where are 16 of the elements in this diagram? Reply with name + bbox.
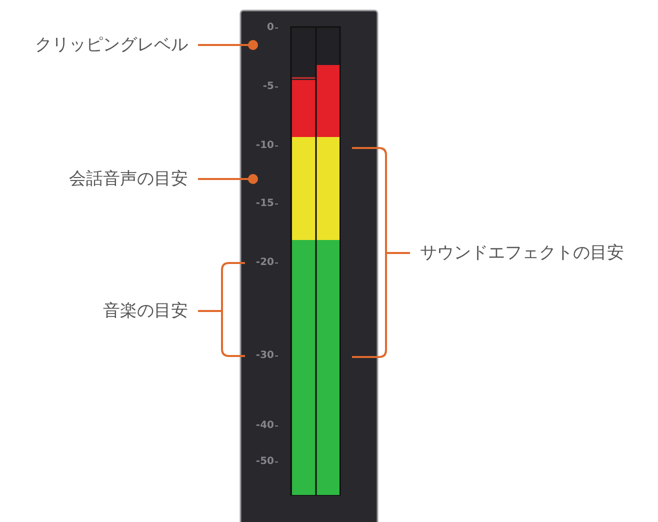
scale-label: -5	[262, 81, 274, 93]
callout-label: 音楽の目安	[103, 300, 188, 322]
scale-label: -50	[254, 456, 274, 468]
callout-label: サウンドエフェクトの目安	[420, 242, 624, 264]
scale-label: 0	[266, 22, 274, 34]
callout-label: 会話音声の目安	[69, 168, 188, 190]
callout-label: クリッピングレベル	[35, 34, 188, 56]
scale-label: -20	[254, 257, 274, 269]
scale-label: -10	[254, 140, 274, 152]
leader-line	[198, 40, 258, 50]
scale-label: -15	[254, 198, 274, 210]
scale-label: -40	[254, 420, 274, 432]
leader-line	[198, 174, 258, 184]
scale-label: -30	[254, 350, 274, 362]
bracket-leader-line	[197, 262, 246, 357]
bracket-leader-line	[351, 147, 411, 358]
